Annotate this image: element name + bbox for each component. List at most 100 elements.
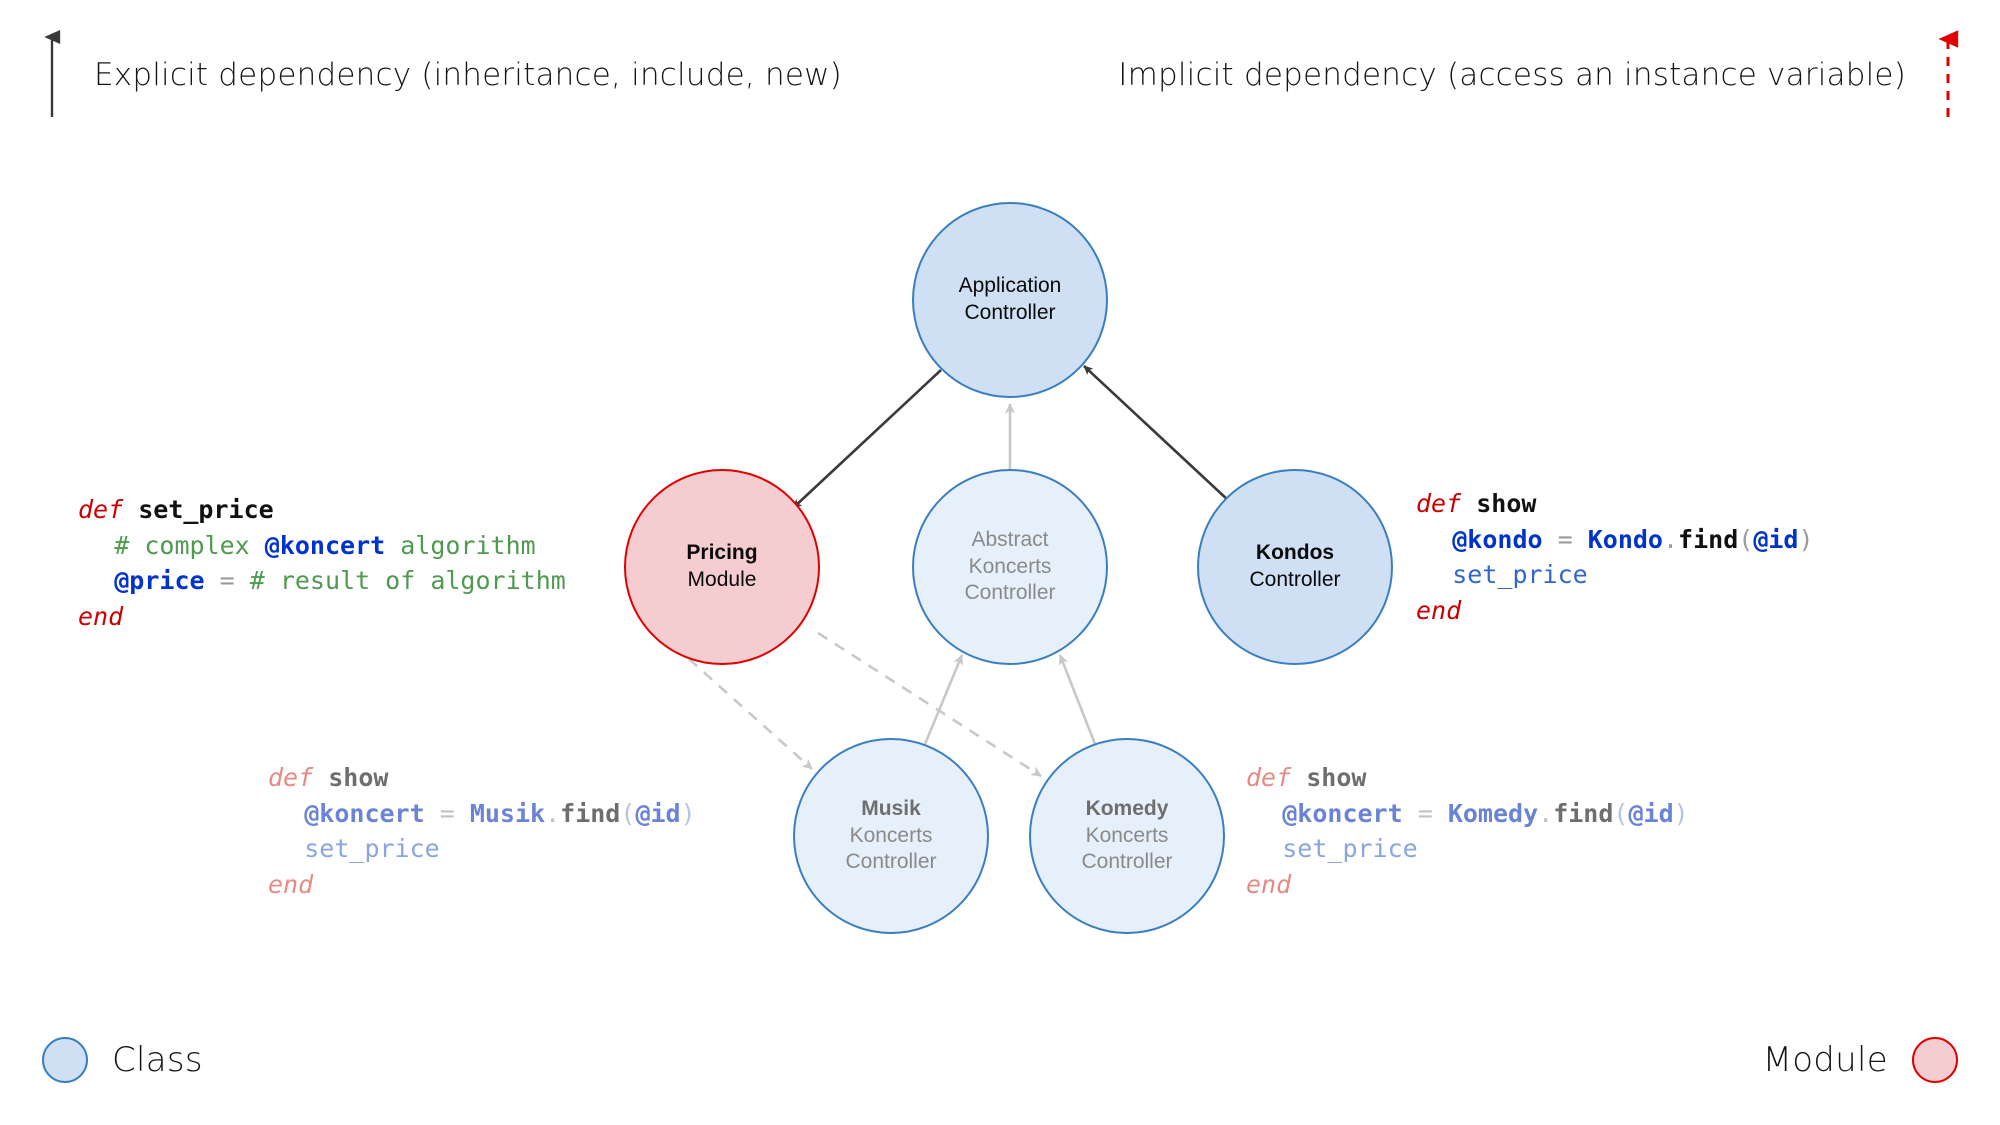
- node-application-controller[interactable]: Application Controller: [912, 202, 1108, 398]
- code-token: Musik: [469, 798, 546, 828]
- code-line: def show: [268, 760, 696, 796]
- code-token: set_price: [1452, 560, 1588, 589]
- code-token: end: [78, 601, 124, 631]
- code-line: # complex @koncert algorithm: [78, 528, 566, 564]
- node-label-line: Pricing: [686, 541, 758, 565]
- code-token: find: [1678, 524, 1739, 554]
- code-token: def: [1416, 489, 1462, 518]
- code-line: end: [78, 599, 566, 635]
- legend-module-label: Module: [1762, 1040, 1888, 1080]
- node-pricing-module[interactable]: Pricing Module: [624, 469, 820, 665]
- code-token: find: [560, 798, 621, 828]
- node-label-line: Module: [687, 568, 757, 591]
- code-kondos-controller-show: def show@kondo = Kondo.find(@id)set_pric…: [1416, 486, 1814, 628]
- node-label-line: Controller: [964, 581, 1056, 605]
- code-token: [1291, 763, 1306, 792]
- legend-implicit-dependency: Implicit dependency (access an instance …: [1118, 0, 1960, 150]
- node-label-line: Kondos: [1255, 541, 1335, 565]
- node-musik-koncerts-controller[interactable]: Musik Koncerts Controller: [793, 738, 989, 934]
- node-label-line: Controller: [1249, 568, 1341, 591]
- code-token: (: [620, 798, 636, 828]
- code-token: show: [1476, 489, 1537, 518]
- code-token: def: [268, 763, 314, 792]
- legend-implicit-label: Implicit dependency (access an instance …: [1118, 57, 1906, 93]
- code-token: [123, 495, 138, 524]
- node-label-line: Musik: [861, 796, 921, 820]
- node-label-line: Komedy: [1085, 796, 1169, 820]
- legend-explicit-label: Explicit dependency (inheritance, includ…: [94, 57, 842, 93]
- code-token: end: [1416, 595, 1462, 625]
- legend-class-entry: Class: [42, 1037, 203, 1083]
- code-token: (: [1738, 524, 1754, 554]
- node-komedy-koncerts-controller[interactable]: Komedy Koncerts Controller: [1029, 738, 1225, 934]
- code-line: def set_price: [78, 492, 566, 528]
- node-label-line: Koncerts: [1085, 823, 1169, 847]
- code-token: def: [78, 495, 124, 524]
- code-token: (: [1613, 798, 1629, 828]
- code-token: .: [1662, 524, 1679, 554]
- node-label-line: Koncerts: [968, 554, 1052, 578]
- code-token: @price: [114, 566, 205, 595]
- node-label-line: Controller: [1081, 850, 1173, 874]
- code-token: ): [680, 798, 696, 828]
- node-label-line: Controller: [845, 850, 937, 874]
- node-abstract-koncerts-controller[interactable]: Abstract Koncerts Controller: [912, 469, 1108, 665]
- code-token: end: [268, 869, 314, 899]
- edge-application-controller-to-pricing-module: [792, 369, 942, 509]
- node-kondos-controller[interactable]: Kondos Controller: [1197, 469, 1393, 665]
- code-line: @price = # result of algorithm: [78, 563, 566, 599]
- legend-explicit-dependency: Explicit dependency (inheritance, includ…: [40, 0, 842, 150]
- class-circle-icon: [42, 1037, 88, 1083]
- legend-module-entry: Module: [1763, 1037, 1958, 1083]
- edge-musik-koncerts-controller-to-abstract-koncerts-controller: [923, 654, 964, 745]
- code-token: set_price: [304, 834, 440, 863]
- code-token: show: [328, 763, 389, 792]
- edge-komedy-koncerts-controller-to-abstract-koncerts-controller: [1058, 654, 1097, 745]
- code-token: ): [1798, 524, 1814, 554]
- legend-class-label: Class: [112, 1040, 203, 1080]
- code-pricing-module-set-price: def set_price# complex @koncert algorith…: [78, 492, 566, 634]
- node-label-line: Koncerts: [849, 823, 933, 847]
- solid-up-arrow-black-icon: [44, 30, 61, 117]
- code-komedy-koncerts-controller-show: def show@koncert = Komedy.find(@id)set_p…: [1246, 760, 1689, 902]
- code-token: algorithm: [385, 530, 536, 560]
- code-token: [313, 763, 328, 792]
- code-line: end: [1246, 867, 1689, 903]
- code-line: def show: [1416, 486, 1814, 522]
- code-token: =: [424, 798, 470, 828]
- code-line: @koncert = Komedy.find(@id): [1246, 796, 1689, 832]
- code-token: @koncert: [304, 798, 425, 828]
- code-line: set_price: [268, 831, 696, 867]
- code-musik-koncerts-controller-show: def show@koncert = Musik.find(@id)set_pr…: [268, 760, 696, 902]
- code-token: =: [204, 566, 250, 595]
- node-label-line: Controller: [964, 301, 1056, 324]
- code-token: # complex: [114, 530, 265, 560]
- code-line: def show: [1246, 760, 1689, 796]
- node-label-line: Abstract: [971, 527, 1049, 551]
- code-line: @kondo = Kondo.find(@id): [1416, 522, 1814, 558]
- code-token: ): [1673, 798, 1689, 828]
- code-token: find: [1553, 798, 1614, 828]
- code-token: set_price: [1282, 834, 1418, 863]
- edge-kondos-controller-to-application-controller: [1083, 365, 1230, 502]
- code-token: @koncert: [264, 530, 386, 560]
- code-token: .: [1538, 798, 1554, 828]
- code-token: @koncert: [1282, 798, 1403, 828]
- code-token: @id: [1628, 798, 1674, 828]
- code-token: @id: [635, 798, 681, 828]
- code-line: @koncert = Musik.find(@id): [268, 796, 696, 832]
- code-token: [1461, 489, 1476, 518]
- code-token: Kondo: [1587, 524, 1663, 554]
- code-line: end: [1416, 593, 1814, 629]
- edge-pricing-module-to-musik-koncerts-controller: [688, 658, 813, 770]
- code-line: set_price: [1246, 831, 1689, 867]
- code-token: @id: [1753, 524, 1799, 554]
- code-line: set_price: [1416, 557, 1814, 593]
- code-token: # result of algorithm: [249, 566, 566, 595]
- node-label-line: Application: [958, 274, 1062, 298]
- code-token: show: [1306, 763, 1367, 792]
- code-token: end: [1246, 869, 1292, 899]
- code-token: =: [1542, 524, 1588, 554]
- code-token: =: [1402, 798, 1448, 828]
